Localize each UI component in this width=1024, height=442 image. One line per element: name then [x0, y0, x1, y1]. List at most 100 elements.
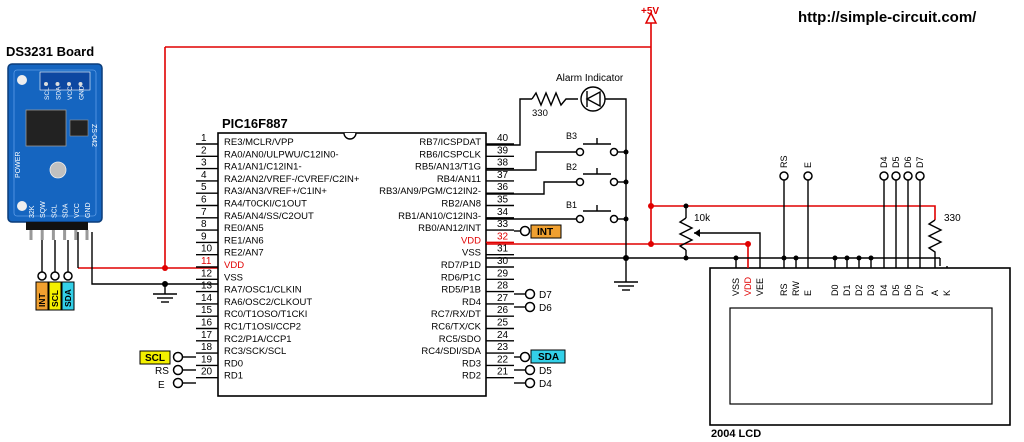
d7-tag: D7 — [524, 288, 552, 301]
mcu-pin-label: RE0/AN5 — [224, 223, 264, 234]
mcu-pin-label: RB5/AN13/T1G — [415, 162, 481, 173]
mcu-pin-number: 4 — [201, 170, 207, 181]
mcu-pin-label: RB1/AN10/C12IN3- — [398, 211, 481, 222]
ground-icon — [153, 281, 177, 303]
int-tag: INT — [519, 224, 562, 239]
sda-tag-label: SDA — [538, 352, 559, 363]
mcu-pin-label: RB4/AN11 — [437, 174, 481, 185]
alarm-resistor-label: 330 — [532, 108, 548, 119]
alarm-resistor — [531, 91, 578, 107]
site-url[interactable]: http://simple-circuit.com/ — [798, 9, 977, 26]
ds3231-header-label: 32K — [29, 205, 36, 218]
mcu-pin-number: 39 — [497, 145, 509, 156]
d5-tag-label: D5 — [539, 366, 552, 377]
mcu-pin-label: VDD — [461, 235, 481, 246]
ds3231-header — [26, 222, 88, 230]
ds3231-top-pin-label: VCC — [67, 86, 74, 100]
mcu-pin-label: RC1/T1OSI/CCP2 — [224, 322, 301, 333]
e-tag-label: E — [158, 380, 165, 391]
ds3231-header-label: SQW — [40, 201, 47, 218]
supply-5v: +5V — [641, 6, 659, 47]
ds3231-tag-label: SDA — [63, 289, 73, 307]
lcd-pin-label: VDD — [743, 276, 753, 296]
mcu-pin-number: 40 — [497, 133, 509, 144]
mcu-pin-number: 28 — [497, 281, 509, 292]
lcd-pin-label: D0 — [830, 284, 840, 296]
mcu-pin-label: RB7/ICSPDAT — [419, 137, 481, 148]
int-tag-label: INT — [537, 227, 553, 238]
mcu-pin-number: 23 — [497, 342, 509, 353]
mcu-body — [217, 132, 487, 397]
d4-tag-label: D4 — [539, 379, 552, 390]
alarm-indicator: Alarm Indicator 330 — [486, 73, 627, 258]
mcu-pin-number: 32 — [497, 231, 509, 242]
lcd-pin-label: RS — [779, 283, 789, 296]
mcu-pin-label: RD0 — [224, 358, 243, 369]
mcu-pin-number: 35 — [497, 195, 509, 206]
pot-label: 10k — [694, 213, 711, 224]
mcu-pin-number: 13 — [201, 281, 213, 292]
mcu-pin-number: 24 — [497, 330, 509, 341]
mcu-pin-label: RC4/SDI/SDA — [421, 346, 481, 357]
lcd-pin-label: RW — [791, 281, 801, 296]
mcu-pin-label: VSS — [462, 248, 481, 259]
mcu-pin-number: 15 — [201, 305, 213, 316]
lcd-pin-label: E — [803, 290, 813, 296]
lcd-pin-label: D3 — [866, 284, 876, 296]
backlight-resistor: 330 — [927, 213, 961, 266]
mcu-pin-number: 26 — [497, 305, 509, 316]
mcu-pin-number: 1 — [201, 133, 207, 144]
mcu-pin-number: 38 — [497, 158, 509, 169]
mcu-pin-number: 29 — [497, 268, 509, 279]
mcu-pin-label: RC2/P1A/CCP1 — [224, 334, 292, 345]
lcd-pin-label: D6 — [903, 284, 913, 296]
rs-tag: RS — [155, 364, 184, 377]
mcu-pin-number: 9 — [201, 231, 207, 242]
ds3231-tag-label: INT — [37, 293, 47, 308]
ds3231-chip — [25, 109, 67, 147]
mcu-pin-label: RE3/MCLR/VPP — [224, 137, 294, 148]
mcu-pin-label: VDD — [224, 260, 244, 271]
mcu-pin-number: 16 — [201, 318, 213, 329]
vss-wire — [486, 255, 940, 291]
mcu-pin-number: 10 — [201, 244, 213, 255]
backlight-resistor-label: 330 — [944, 213, 961, 224]
lcd-pin-label: D5 — [891, 284, 901, 296]
mcu-pin-label: RA7/OSC1/CLKIN — [224, 285, 302, 296]
lcd-pin-label: VEE — [755, 278, 765, 296]
mcu-pin-label: RE2/AN7 — [224, 248, 264, 259]
mcu-pin-number: 14 — [201, 293, 213, 304]
mcu-pin-number: 8 — [201, 219, 207, 230]
mcu-pin-label: RD2 — [462, 371, 481, 382]
mcu-pin-number: 27 — [497, 293, 509, 304]
button-b1-label: B1 — [566, 200, 577, 210]
mcu-pin-number: 33 — [497, 219, 509, 230]
vcc-wires — [78, 46, 936, 271]
d7-tag-label: D7 — [539, 290, 552, 301]
mcu-pin-number: 37 — [497, 170, 509, 181]
ds3231-top-pin-label: GND — [79, 85, 86, 100]
rs-tag-label: RS — [155, 366, 169, 377]
mcu-name: PIC16F887 — [222, 116, 288, 131]
ds3231-top-pin-label: SDA — [56, 86, 63, 100]
mcu-pin-number: 31 — [497, 244, 509, 255]
lcd-pin-label: D4 — [879, 284, 889, 296]
mcu-pin-label: RB2/AN8 — [441, 199, 481, 210]
mcu-pin-label: VSS — [224, 272, 243, 283]
mcu-pin-number: 34 — [497, 207, 509, 218]
buttons: B3 B2 B1 — [486, 131, 629, 224]
mcu-pin-number: 2 — [201, 145, 207, 156]
mcu-pin-label: RC3/SCK/SCL — [224, 346, 286, 357]
lcd-signal-label: D7 — [915, 156, 925, 168]
mcu-pin-number: 30 — [497, 256, 509, 267]
button-b3-label: B3 — [566, 131, 577, 141]
mcu-pin-label: RD7/P1D — [441, 260, 481, 271]
sda-tag: SDA — [519, 349, 566, 364]
lcd-pin-label: D7 — [915, 284, 925, 296]
mcu-pin-label: RC5/SDO — [439, 334, 481, 345]
lcd-pin-label: VSS — [731, 278, 741, 296]
